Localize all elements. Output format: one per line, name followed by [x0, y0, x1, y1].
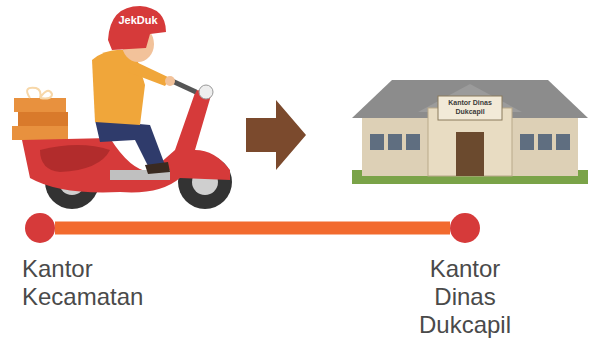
- ribbon: [27, 88, 52, 99]
- parcel-box: [18, 112, 68, 126]
- station-label: Kantor Kecamatan: [22, 255, 182, 311]
- sign-board: [438, 96, 502, 120]
- rider-shoe: [145, 162, 170, 174]
- station-label: Kantor Dinas Dukcapil: [405, 255, 525, 339]
- window: [370, 134, 384, 150]
- roof: [352, 80, 588, 118]
- window: [556, 134, 570, 150]
- rider-arm: [128, 60, 170, 86]
- headlight: [199, 85, 213, 99]
- rider-hand: [165, 76, 175, 86]
- window: [520, 134, 534, 150]
- window: [406, 134, 420, 150]
- station-dot: Kantor Dinas Dukcapil: [450, 213, 480, 243]
- window: [538, 134, 552, 150]
- flow-arrow: [246, 100, 306, 170]
- timeline-bar: [55, 222, 450, 235]
- rider-legs: [95, 120, 165, 170]
- window: [388, 134, 402, 150]
- scooter-panel: [40, 145, 110, 172]
- station-dot: Kantor Kecamatan: [25, 213, 55, 243]
- helmet: [108, 6, 166, 50]
- parcel-box: [14, 98, 66, 112]
- helmet-text: JekDuk: [106, 14, 170, 27]
- sign-text: Kantor Dinas Dukcapil: [440, 98, 500, 116]
- door: [456, 132, 484, 176]
- parcel-box: [12, 126, 68, 140]
